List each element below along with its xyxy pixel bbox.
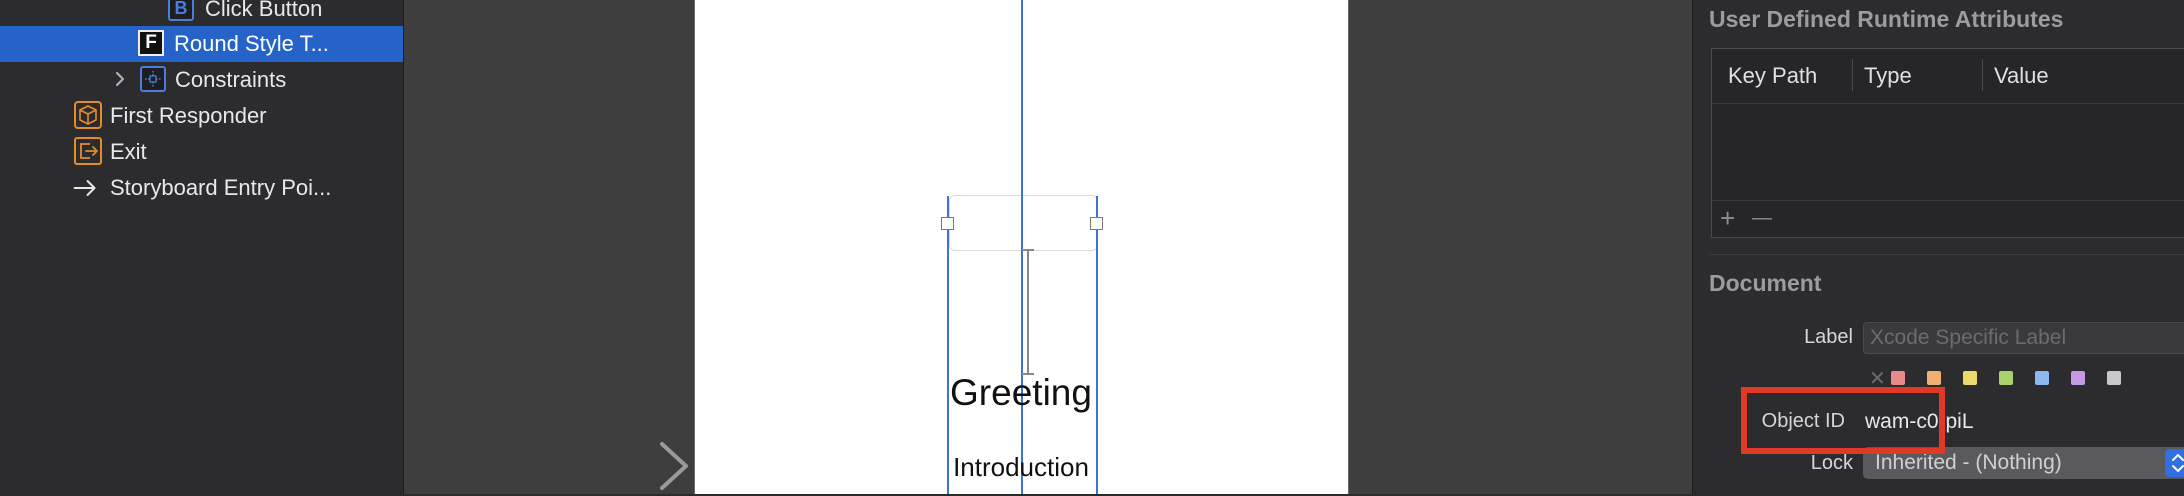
document-section-title: Document [1709,270,1822,296]
column-header-key-path[interactable]: Key Path [1728,63,1818,88]
outline-item-round-style-textfield[interactable]: F Round Style T... [0,26,403,62]
clear-label-color-button[interactable]: ✕ [1869,368,1886,390]
column-separator [1852,59,1853,91]
resize-handle-left[interactable] [941,217,954,230]
label-field-label: Label [1804,326,1853,348]
label-color-swatch[interactable] [2035,371,2049,385]
outline-item-constraints[interactable]: Constraints [0,62,403,98]
view-controller-scene[interactable]: Greeting Introduction [694,0,1349,494]
textfield-f-icon: F [138,30,164,56]
xcode-label-input[interactable]: Xcode Specific Label [1863,322,2184,354]
chevron-right-icon[interactable] [110,69,130,89]
exit-icon [74,137,102,165]
column-header-value[interactable]: Value [1994,63,2049,88]
outline-item-label: Storyboard Entry Poi... [110,175,332,200]
spacing-constraint-cap [1022,373,1034,375]
document-outline: B Click Button F Round Style T... Constr… [0,0,404,494]
remove-attribute-button[interactable]: — [1752,207,1772,229]
outline-item-label: Click Button [205,0,323,21]
storyboard-canvas[interactable]: Greeting Introduction [404,0,1692,494]
round-style-text-field[interactable] [949,195,1098,251]
constraint-guide-line [947,196,949,494]
spacing-constraint[interactable] [1027,250,1029,374]
add-attribute-button[interactable]: + [1720,203,1736,233]
column-header-type[interactable]: Type [1864,63,1912,88]
outline-item-exit[interactable]: Exit [0,134,403,170]
section-divider [1709,254,2184,255]
spacing-constraint-cap [1022,249,1034,251]
lock-label: Lock [1810,452,1853,474]
object-id-label: Object ID [1761,410,1845,432]
table-header: Key Path Type Value [1712,49,2184,104]
table-footer: + — [1712,200,2184,237]
resize-handle-right[interactable] [1090,217,1103,230]
outline-item-storyboard-entry-point[interactable]: Storyboard Entry Poi... [0,170,403,206]
label-color-swatch[interactable] [2107,371,2121,385]
outline-item-label: Constraints [175,67,287,92]
arrow-right-icon [73,180,96,196]
entry-point-arrow-icon[interactable] [534,440,694,496]
button-b-icon: B [168,0,194,21]
outline-item-click-button[interactable]: B Click Button [0,0,403,27]
label-color-swatch[interactable] [1927,371,1941,385]
outline-item-label: Round Style T... [174,31,329,56]
outline-item-first-responder[interactable]: First Responder [0,98,403,134]
outline-item-label: Exit [110,139,147,164]
introduction-label[interactable]: Introduction [953,452,1089,482]
label-color-swatch[interactable] [1891,371,1905,385]
popup-stepper-icon[interactable] [2165,449,2184,477]
first-responder-cube-icon [74,101,102,129]
label-color-swatch[interactable] [2071,371,2085,385]
greeting-label[interactable]: Greeting [950,372,1092,413]
object-id-highlight-box [1741,387,1945,454]
label-color-swatch[interactable] [1963,371,1977,385]
constraints-icon [140,66,166,92]
outline-item-label: First Responder [110,103,267,128]
constraint-guide-line [1096,196,1098,494]
label-color-swatch[interactable] [1999,371,2013,385]
object-id-value[interactable]: wam-c0-piL [1865,410,1974,433]
center-x-constraint-line [1021,0,1023,494]
column-separator [1982,59,1983,91]
runtime-attributes-table[interactable]: Key Path Type Value + — [1711,48,2184,238]
identity-inspector: User Defined Runtime Attributes Key Path… [1692,0,2184,494]
lock-popup-button[interactable]: Inherited - (Nothing) [1863,447,2184,479]
runtime-attributes-title: User Defined Runtime Attributes [1709,6,2064,32]
